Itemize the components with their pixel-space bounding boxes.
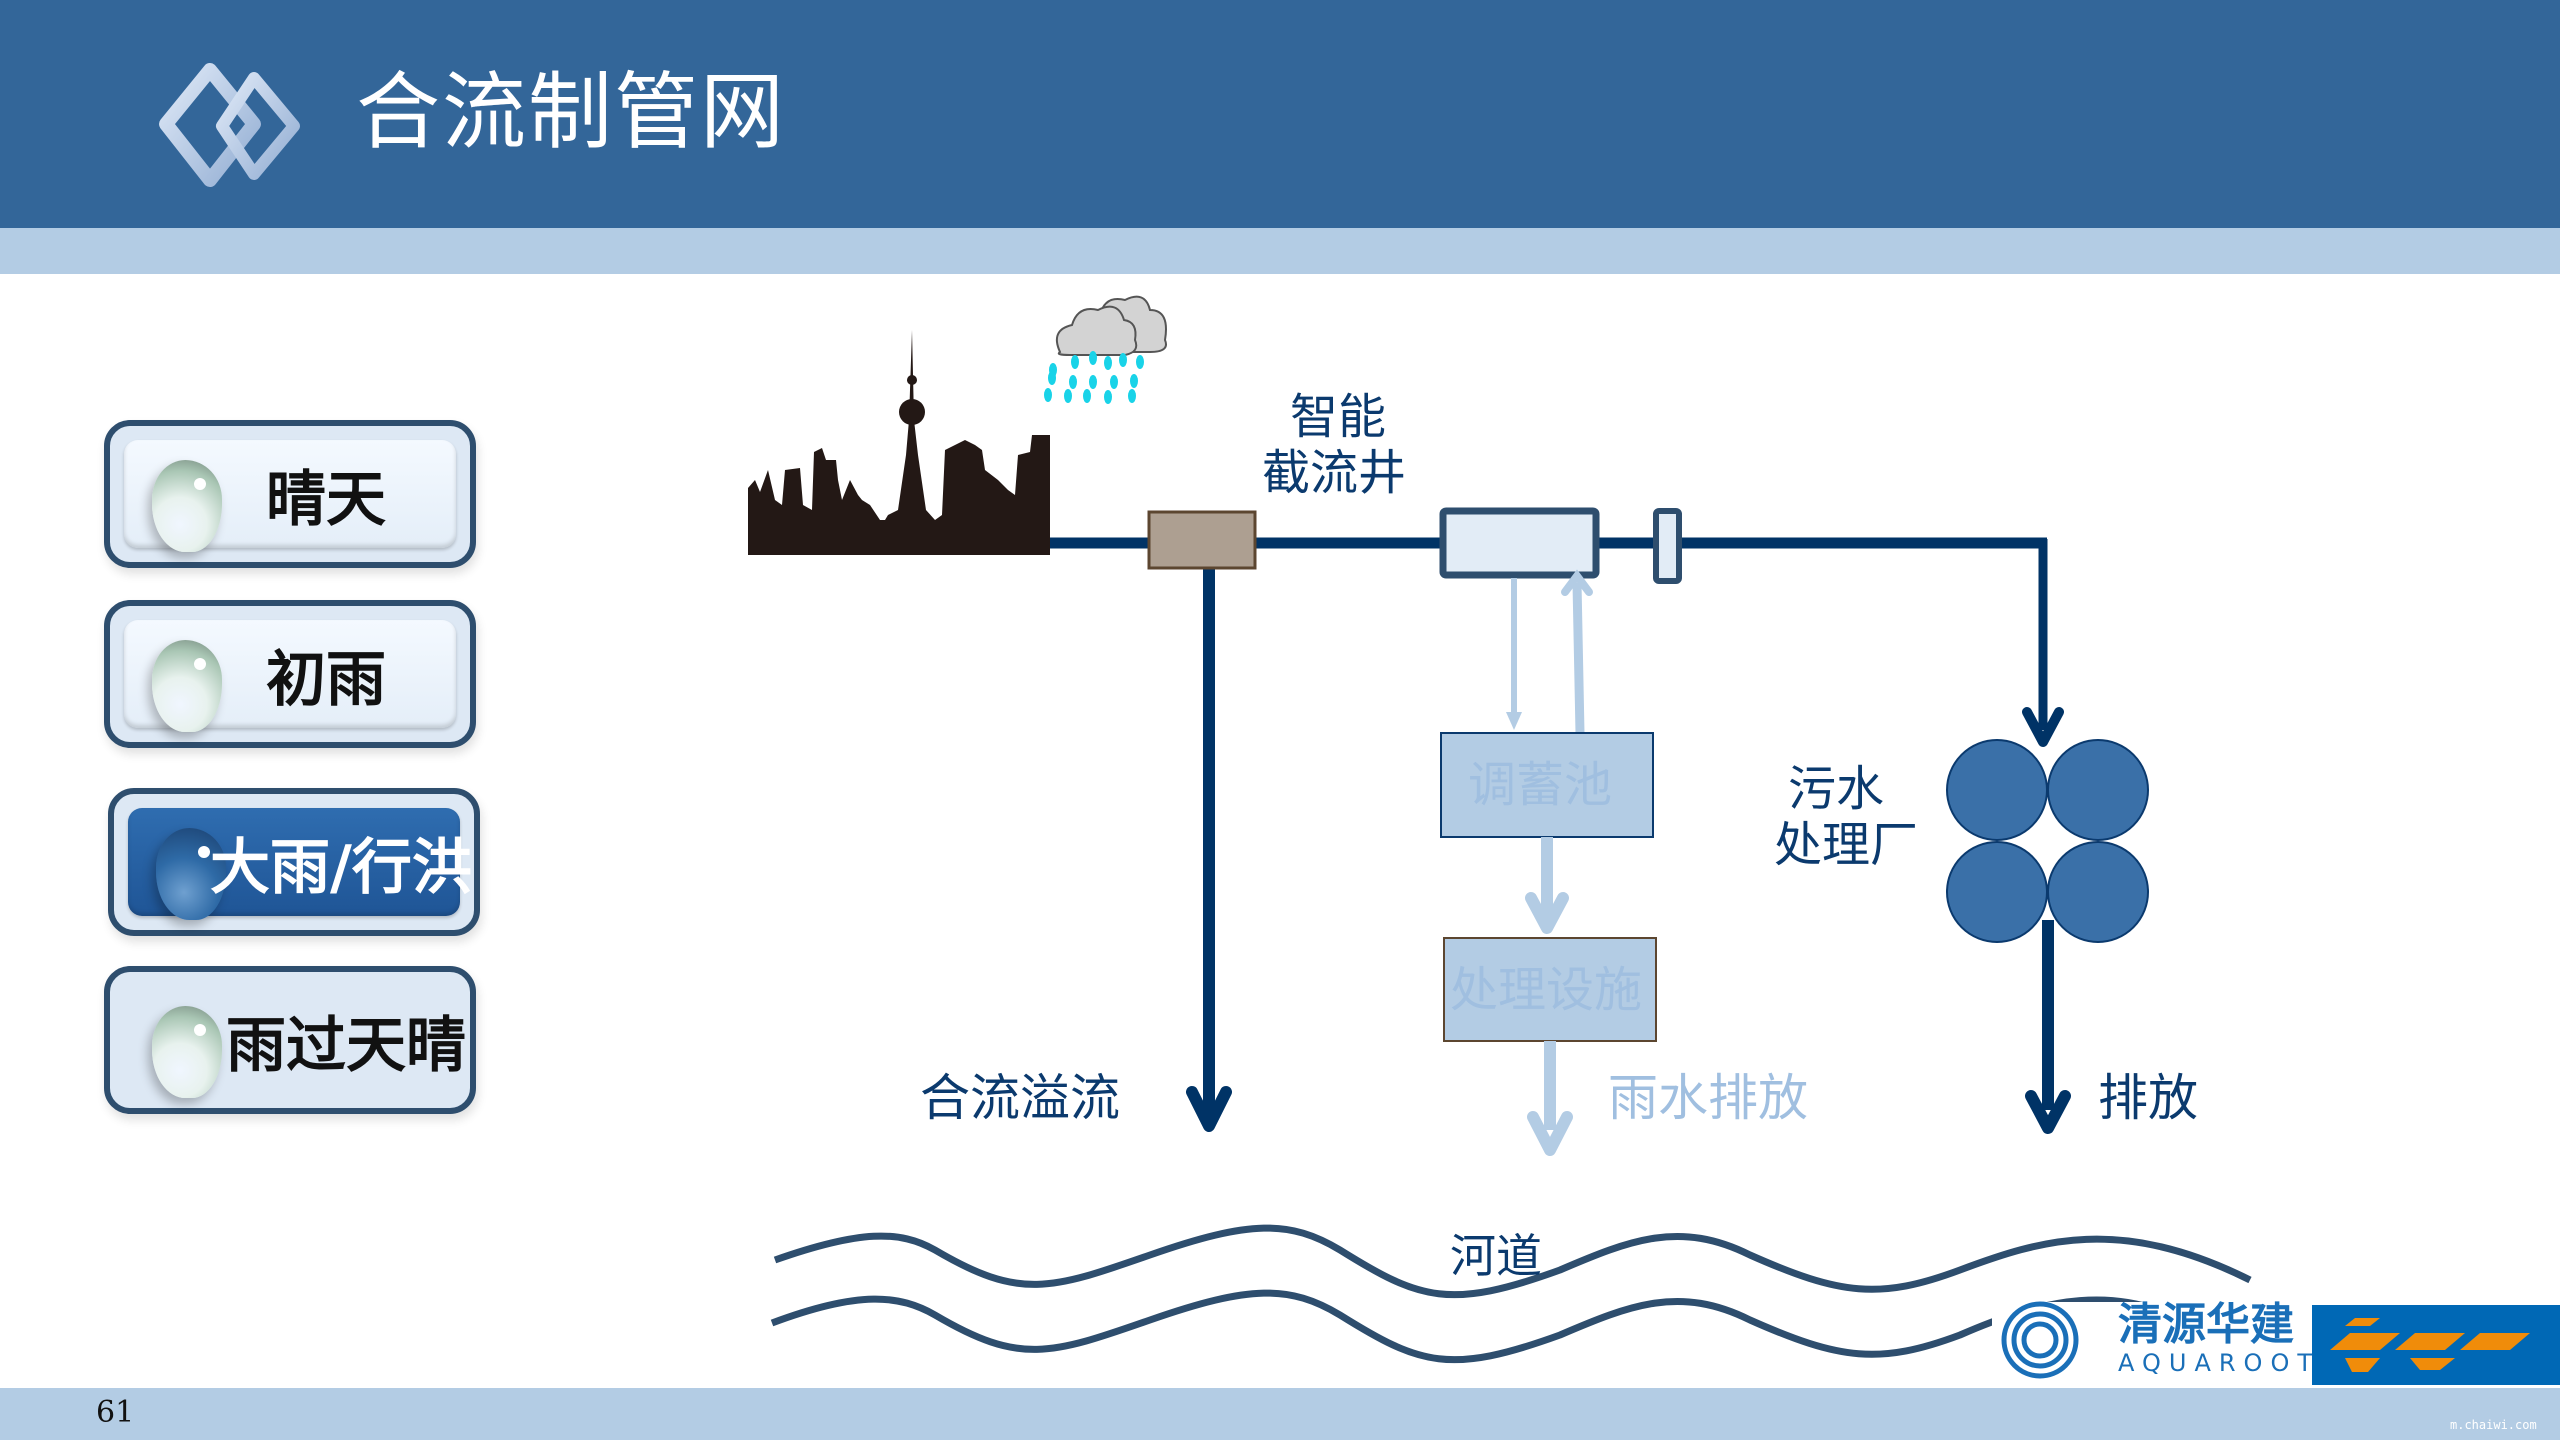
city-skyline-icon	[748, 330, 1050, 555]
partner-logo-icon	[2312, 1305, 2560, 1385]
scenario-button-first-rain[interactable]: 初雨	[104, 600, 476, 748]
scenario-label: 大雨/行洪	[210, 832, 472, 903]
river-bank-upper	[773, 1224, 2252, 1299]
scenario-button-heavy-rain[interactable]: 大雨/行洪	[108, 788, 480, 936]
arrow-down-icon	[1527, 1111, 1573, 1156]
river-bank-lower	[770, 1289, 2202, 1364]
water-drop-icon	[152, 460, 222, 552]
water-drop-icon	[156, 828, 226, 920]
flow-from-storage	[1572, 582, 1585, 734]
treatment-facility-label: 处理设施	[1450, 962, 1643, 1018]
wwtp-label-1: 污水	[1788, 761, 1885, 817]
discharge-label: 排放	[2098, 1069, 2198, 1127]
wwtp-label-2: 处理厂	[1774, 817, 1919, 873]
rainwater-discharge-label: 雨水排放	[1608, 1069, 1808, 1127]
water-drop-icon	[152, 1006, 222, 1098]
scenario-label: 晴天	[266, 464, 386, 535]
scenario-label: 初雨	[266, 644, 386, 715]
aquaroot-en-text: AQUAROOT	[2118, 1349, 2320, 1377]
junction-box	[1147, 510, 1257, 570]
page-number: 61	[96, 1395, 135, 1430]
arrow-up-icon	[1561, 569, 1593, 596]
footer-bar	[0, 1388, 2560, 1440]
smart-well-label-2: 截流井	[1262, 445, 1407, 501]
wastewater-plant-icon	[1946, 739, 2149, 943]
arrow-down-icon	[2022, 707, 2064, 747]
watermark-text: m.chaiwi.com	[2450, 1418, 2537, 1432]
smart-interception-well	[1439, 507, 1600, 579]
scenario-button-after-rain[interactable]: 雨过天晴	[104, 966, 476, 1114]
scenario-button-sunny[interactable]: 晴天	[104, 420, 476, 568]
gate-valve	[1653, 508, 1682, 584]
button-face: 初雨	[124, 620, 456, 732]
arrow-down-icon	[2025, 1090, 2071, 1134]
water-drop-icon	[152, 640, 222, 732]
button-face: 雨过天晴	[124, 986, 466, 1098]
treatment-facility-box	[1443, 937, 1657, 1042]
smart-well-label-1: 智能	[1290, 389, 1387, 445]
aquaroot-cn-text: 清源华建	[2118, 1299, 2294, 1350]
rain-cloud-icon	[1044, 295, 1167, 404]
aquaroot-logo-icon	[1992, 1301, 2310, 1388]
combined-overflow-label: 合流溢流	[920, 1069, 1120, 1127]
header-bar	[0, 0, 2560, 228]
storage-tank-box	[1440, 732, 1654, 838]
button-face: 大雨/行洪	[128, 808, 472, 920]
arrow-down-icon	[1525, 892, 1569, 934]
scenario-label: 雨过天晴	[226, 1010, 466, 1081]
arrow-down-icon	[1186, 1086, 1232, 1132]
river-label: 河道	[1450, 1229, 1542, 1283]
arrow-down-icon	[1506, 712, 1522, 730]
storage-tank-label: 调蓄池	[1468, 757, 1613, 813]
double-diamond-logo-icon	[159, 63, 300, 187]
button-face: 晴天	[124, 440, 456, 552]
page-title: 合流制管网	[356, 63, 787, 161]
header-subband	[0, 228, 2560, 274]
